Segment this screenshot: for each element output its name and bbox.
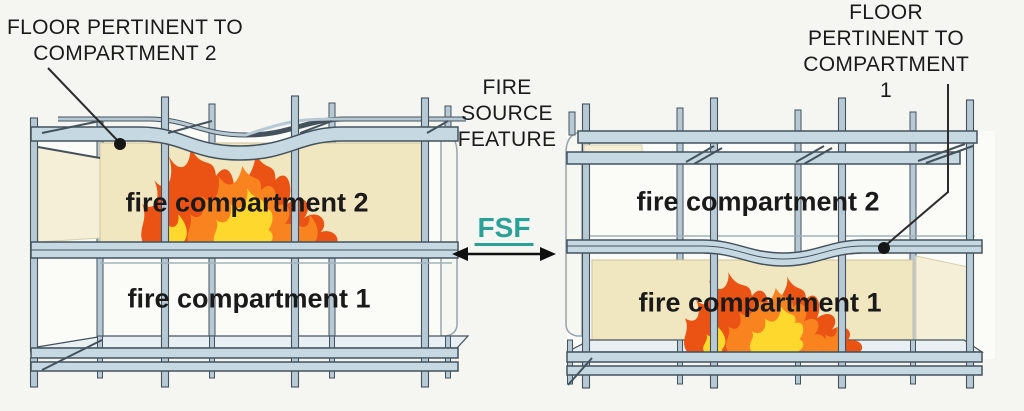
right-ground-rail (566, 365, 983, 376)
floor-note-right: FLOOR PERTINENT TO COMPARTMENT 1 (803, 1, 970, 102)
fsf-label: FSF (474, 214, 534, 246)
left-floor-marker-dot (114, 138, 126, 150)
left-roof-slab (30, 126, 459, 161)
right-roof-back-band (577, 130, 978, 144)
left-lower-compartment-label: fire compartment 1 (127, 283, 371, 314)
right-side-wall (915, 255, 969, 351)
right-building (565, 97, 995, 389)
right-floor-marker-dot (878, 242, 890, 254)
left-ground-rail (30, 361, 459, 372)
right-floor-leader-line (885, 84, 949, 246)
right-end-wall-panel (565, 131, 583, 337)
left-base-slab-edge (30, 347, 459, 359)
right-roof-slab (566, 151, 961, 165)
fire-source-feature-label: FIRE SOURCE FEATURE (457, 76, 557, 151)
left-front-legs (29, 357, 430, 388)
left-end-wall-panel (440, 131, 458, 337)
right-base-slab-edge (566, 351, 983, 363)
left-building (29, 95, 470, 388)
fsf-double-arrow (452, 247, 556, 261)
left-roof-diagonals (37, 120, 449, 159)
right-roof-diagonals (685, 143, 974, 165)
left-floor-leader-line (47, 67, 118, 141)
left-upper-compartment-label: fire compartment 2 (125, 187, 369, 218)
right-lower-compartment-label: fire compartment 1 (638, 287, 882, 318)
left-side-wall (37, 146, 101, 243)
right-upper-compartment-label: fire compartment 2 (636, 186, 880, 217)
floor-note-left: FLOOR PERTINENT TO COMPARTMENT 2 (6, 16, 244, 65)
